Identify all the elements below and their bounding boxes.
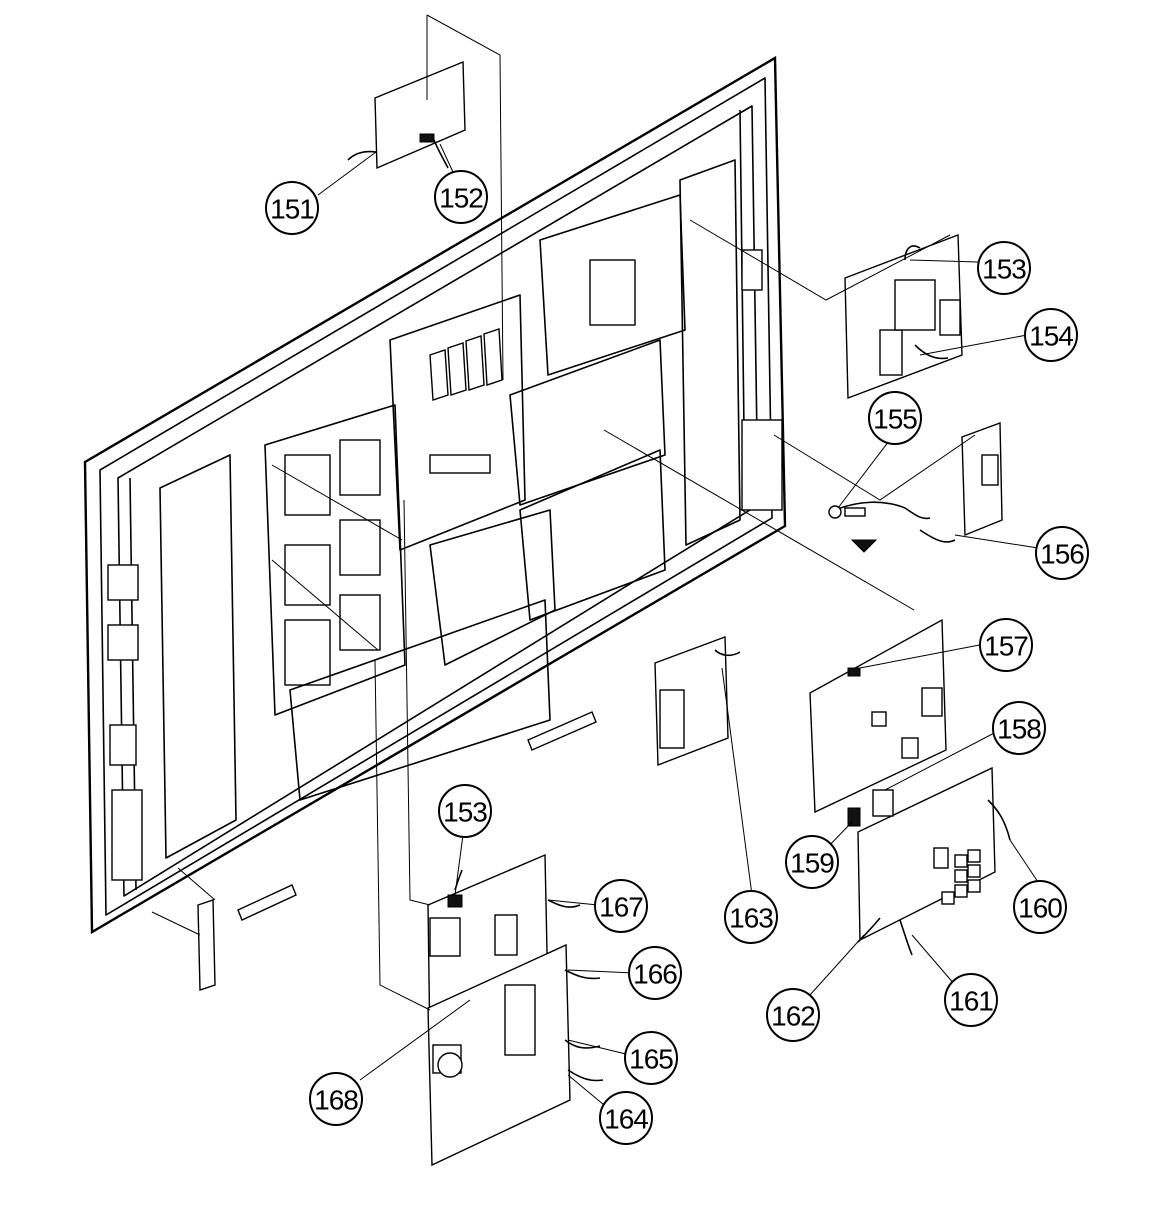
callout-157: 157 bbox=[979, 618, 1033, 672]
callout-number: 153 bbox=[443, 797, 487, 828]
callout-168: 168 bbox=[309, 1072, 363, 1126]
callout-circle bbox=[785, 835, 839, 889]
callout-number: 165 bbox=[629, 1044, 673, 1075]
callout-158: 158 bbox=[992, 701, 1046, 755]
callout-number: 168 bbox=[314, 1085, 358, 1116]
callout-number: 160 bbox=[1018, 893, 1062, 924]
callout-circle bbox=[766, 988, 820, 1042]
callout-number: 154 bbox=[1029, 321, 1073, 352]
callout-number: 159 bbox=[790, 848, 834, 879]
board-151-152 bbox=[374, 60, 466, 170]
callout-circle bbox=[628, 946, 682, 1000]
callout-number: 162 bbox=[771, 1001, 815, 1032]
callout-153a: 153 bbox=[977, 241, 1031, 295]
callout-153b: 153 bbox=[438, 784, 492, 838]
callout-labels: 151 152 153 154 155 156 157 158 159 160 161 162 163 1… bbox=[265, 170, 1089, 1145]
callout-number: 164 bbox=[604, 1104, 648, 1135]
callout-circle bbox=[309, 1072, 363, 1126]
callout-number: 166 bbox=[633, 959, 677, 990]
callout-159: 159 bbox=[785, 835, 839, 889]
callout-number: 153 bbox=[982, 254, 1026, 285]
connector-grid bbox=[941, 849, 981, 905]
callout-circle bbox=[868, 391, 922, 445]
callout-160: 160 bbox=[1013, 880, 1067, 934]
callout-circle bbox=[1035, 526, 1089, 580]
callout-circle bbox=[599, 1091, 653, 1145]
callout-165: 165 bbox=[624, 1031, 678, 1085]
callout-162: 162 bbox=[766, 988, 820, 1042]
brackets bbox=[197, 711, 597, 991]
callout-number: 161 bbox=[949, 986, 993, 1017]
callout-circle bbox=[265, 181, 319, 235]
callout-164: 164 bbox=[599, 1091, 653, 1145]
callout-number: 157 bbox=[984, 631, 1028, 662]
callout-163: 163 bbox=[724, 890, 778, 944]
callout-number: 155 bbox=[873, 404, 917, 435]
callout-156: 156 bbox=[1035, 526, 1089, 580]
callout-166: 166 bbox=[628, 946, 682, 1000]
callout-167: 167 bbox=[594, 879, 648, 933]
cables bbox=[347, 139, 1011, 1082]
callout-161: 161 bbox=[944, 973, 998, 1027]
screw-155 bbox=[828, 505, 878, 553]
callout-number: 152 bbox=[439, 183, 483, 214]
heat-sink bbox=[429, 328, 503, 401]
callout-number: 167 bbox=[599, 892, 643, 923]
rear-chassis-frame bbox=[83, 55, 787, 935]
callout-155: 155 bbox=[868, 391, 922, 445]
callout-circle bbox=[1024, 308, 1078, 362]
callout-circle bbox=[434, 170, 488, 224]
callout-circle bbox=[944, 973, 998, 1027]
callout-number: 151 bbox=[270, 194, 314, 225]
callout-151: 151 bbox=[265, 181, 319, 235]
callout-circle bbox=[594, 879, 648, 933]
callout-circle bbox=[624, 1031, 678, 1085]
callout-circle bbox=[979, 618, 1033, 672]
callout-circle bbox=[992, 701, 1046, 755]
callout-152: 152 bbox=[434, 170, 488, 224]
callout-number: 156 bbox=[1040, 539, 1084, 570]
callout-circle bbox=[438, 784, 492, 838]
callout-154: 154 bbox=[1024, 308, 1078, 362]
callout-circle bbox=[724, 890, 778, 944]
inner-panels bbox=[159, 159, 741, 859]
callout-circle bbox=[1013, 880, 1067, 934]
board-158-162 bbox=[857, 766, 996, 942]
callout-circle bbox=[977, 241, 1031, 295]
pcb-boards bbox=[374, 60, 1003, 1167]
callout-number: 158 bbox=[997, 714, 1041, 745]
assembly-lines bbox=[151, 14, 1041, 1106]
direction-arrow-icon bbox=[850, 539, 878, 553]
callout-number: 163 bbox=[729, 903, 773, 934]
